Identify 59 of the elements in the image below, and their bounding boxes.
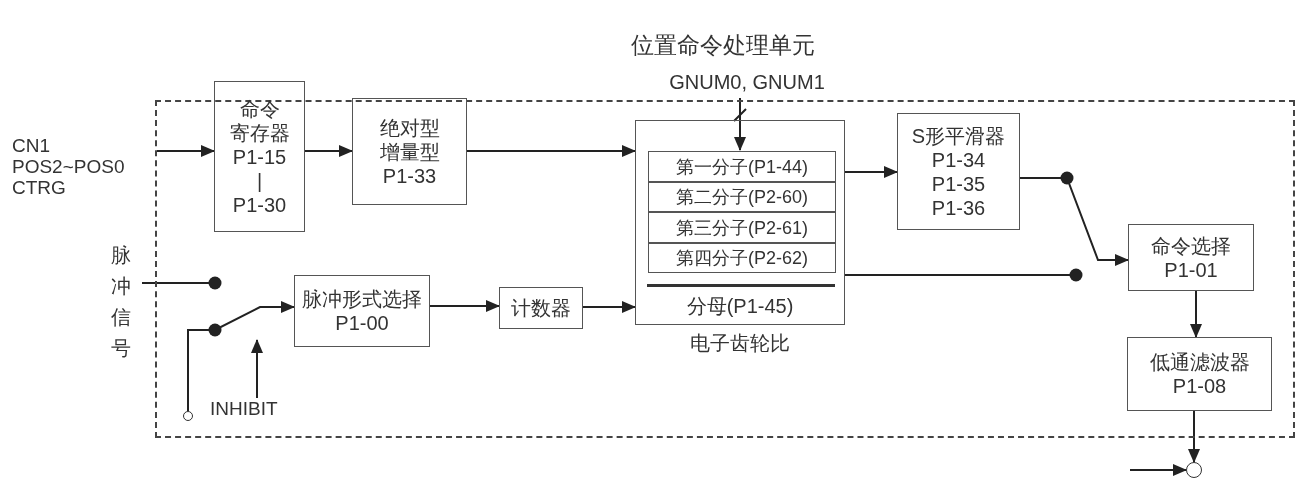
block-label: 命令选择: [1151, 233, 1231, 258]
block-label: S形平滑器: [911, 123, 1006, 148]
parameter-label: P1-36: [931, 195, 986, 220]
arrow: [429, 300, 500, 312]
arrow: [1129, 464, 1187, 476]
numerator-label: 第二分子(P2-60): [676, 186, 808, 208]
process-box: [1128, 224, 1254, 291]
parameter-label: 增量型: [379, 139, 440, 164]
block-label: 计数器: [511, 296, 571, 320]
process-box: [352, 98, 467, 205]
arrow: [187, 301, 295, 412]
arrow: [844, 166, 898, 178]
block-label: 低通滤波器: [1149, 350, 1250, 374]
arrow: [466, 145, 636, 157]
process-box: [499, 287, 583, 329]
parameter-label: P1-30: [232, 192, 287, 217]
arrow: [251, 339, 263, 399]
arrow: [582, 301, 636, 313]
signal-label: INHIBIT: [210, 398, 279, 419]
numerator-row: [648, 151, 836, 182]
parameter-label: 寄存器: [229, 120, 290, 145]
signal-label: CN1 POS2~POS0 CTRG: [12, 135, 126, 198]
block-label: 绝对型: [379, 115, 440, 140]
contact-line: [844, 268, 1083, 282]
process-box: [294, 275, 430, 347]
parameter-label: P1-01: [1164, 257, 1218, 282]
block-label: 命令: [239, 96, 280, 121]
parameter-label: P1-15: [232, 144, 287, 169]
signal-label: 脉冲信号: [110, 243, 132, 361]
parameter-label: P1-33: [382, 163, 437, 188]
parameter-label: P1-08: [1172, 374, 1227, 398]
arrow: [156, 145, 215, 157]
parameter-label: |: [256, 168, 263, 193]
arrow: [304, 145, 353, 157]
denominator-label: 分母(P1-45): [686, 294, 794, 318]
numerator-row: [648, 182, 836, 212]
process-box: [897, 113, 1020, 230]
contact-line: [141, 276, 222, 290]
process-box: [1127, 337, 1272, 411]
numerator-label: 第四分子(P2-62): [676, 247, 808, 269]
process-box: [635, 120, 845, 325]
process-box: [214, 81, 305, 232]
numerator-row: [648, 212, 836, 243]
unit-title: 位置命令处理单元: [630, 31, 816, 60]
parameter-label: P1-00: [335, 311, 389, 335]
numerator-label: 第一分子(P1-44): [676, 155, 808, 178]
arrow: [733, 97, 747, 151]
numerator-row: [648, 243, 836, 273]
block-label: 脉冲形式选择: [302, 287, 422, 311]
signal-label: GNUM0, GNUM1: [668, 72, 826, 93]
parameter-label: P1-35: [931, 171, 986, 196]
arrow: [1190, 290, 1202, 338]
numerator-label: 第三分子(P2-61): [676, 216, 808, 239]
arrow: [1188, 410, 1200, 463]
arrow: [1019, 177, 1129, 266]
box-caption: 电子齿轮比: [689, 331, 791, 355]
terminal-circle: [183, 411, 193, 421]
terminal-circle: [1186, 462, 1202, 478]
parameter-label: P1-34: [931, 147, 986, 172]
